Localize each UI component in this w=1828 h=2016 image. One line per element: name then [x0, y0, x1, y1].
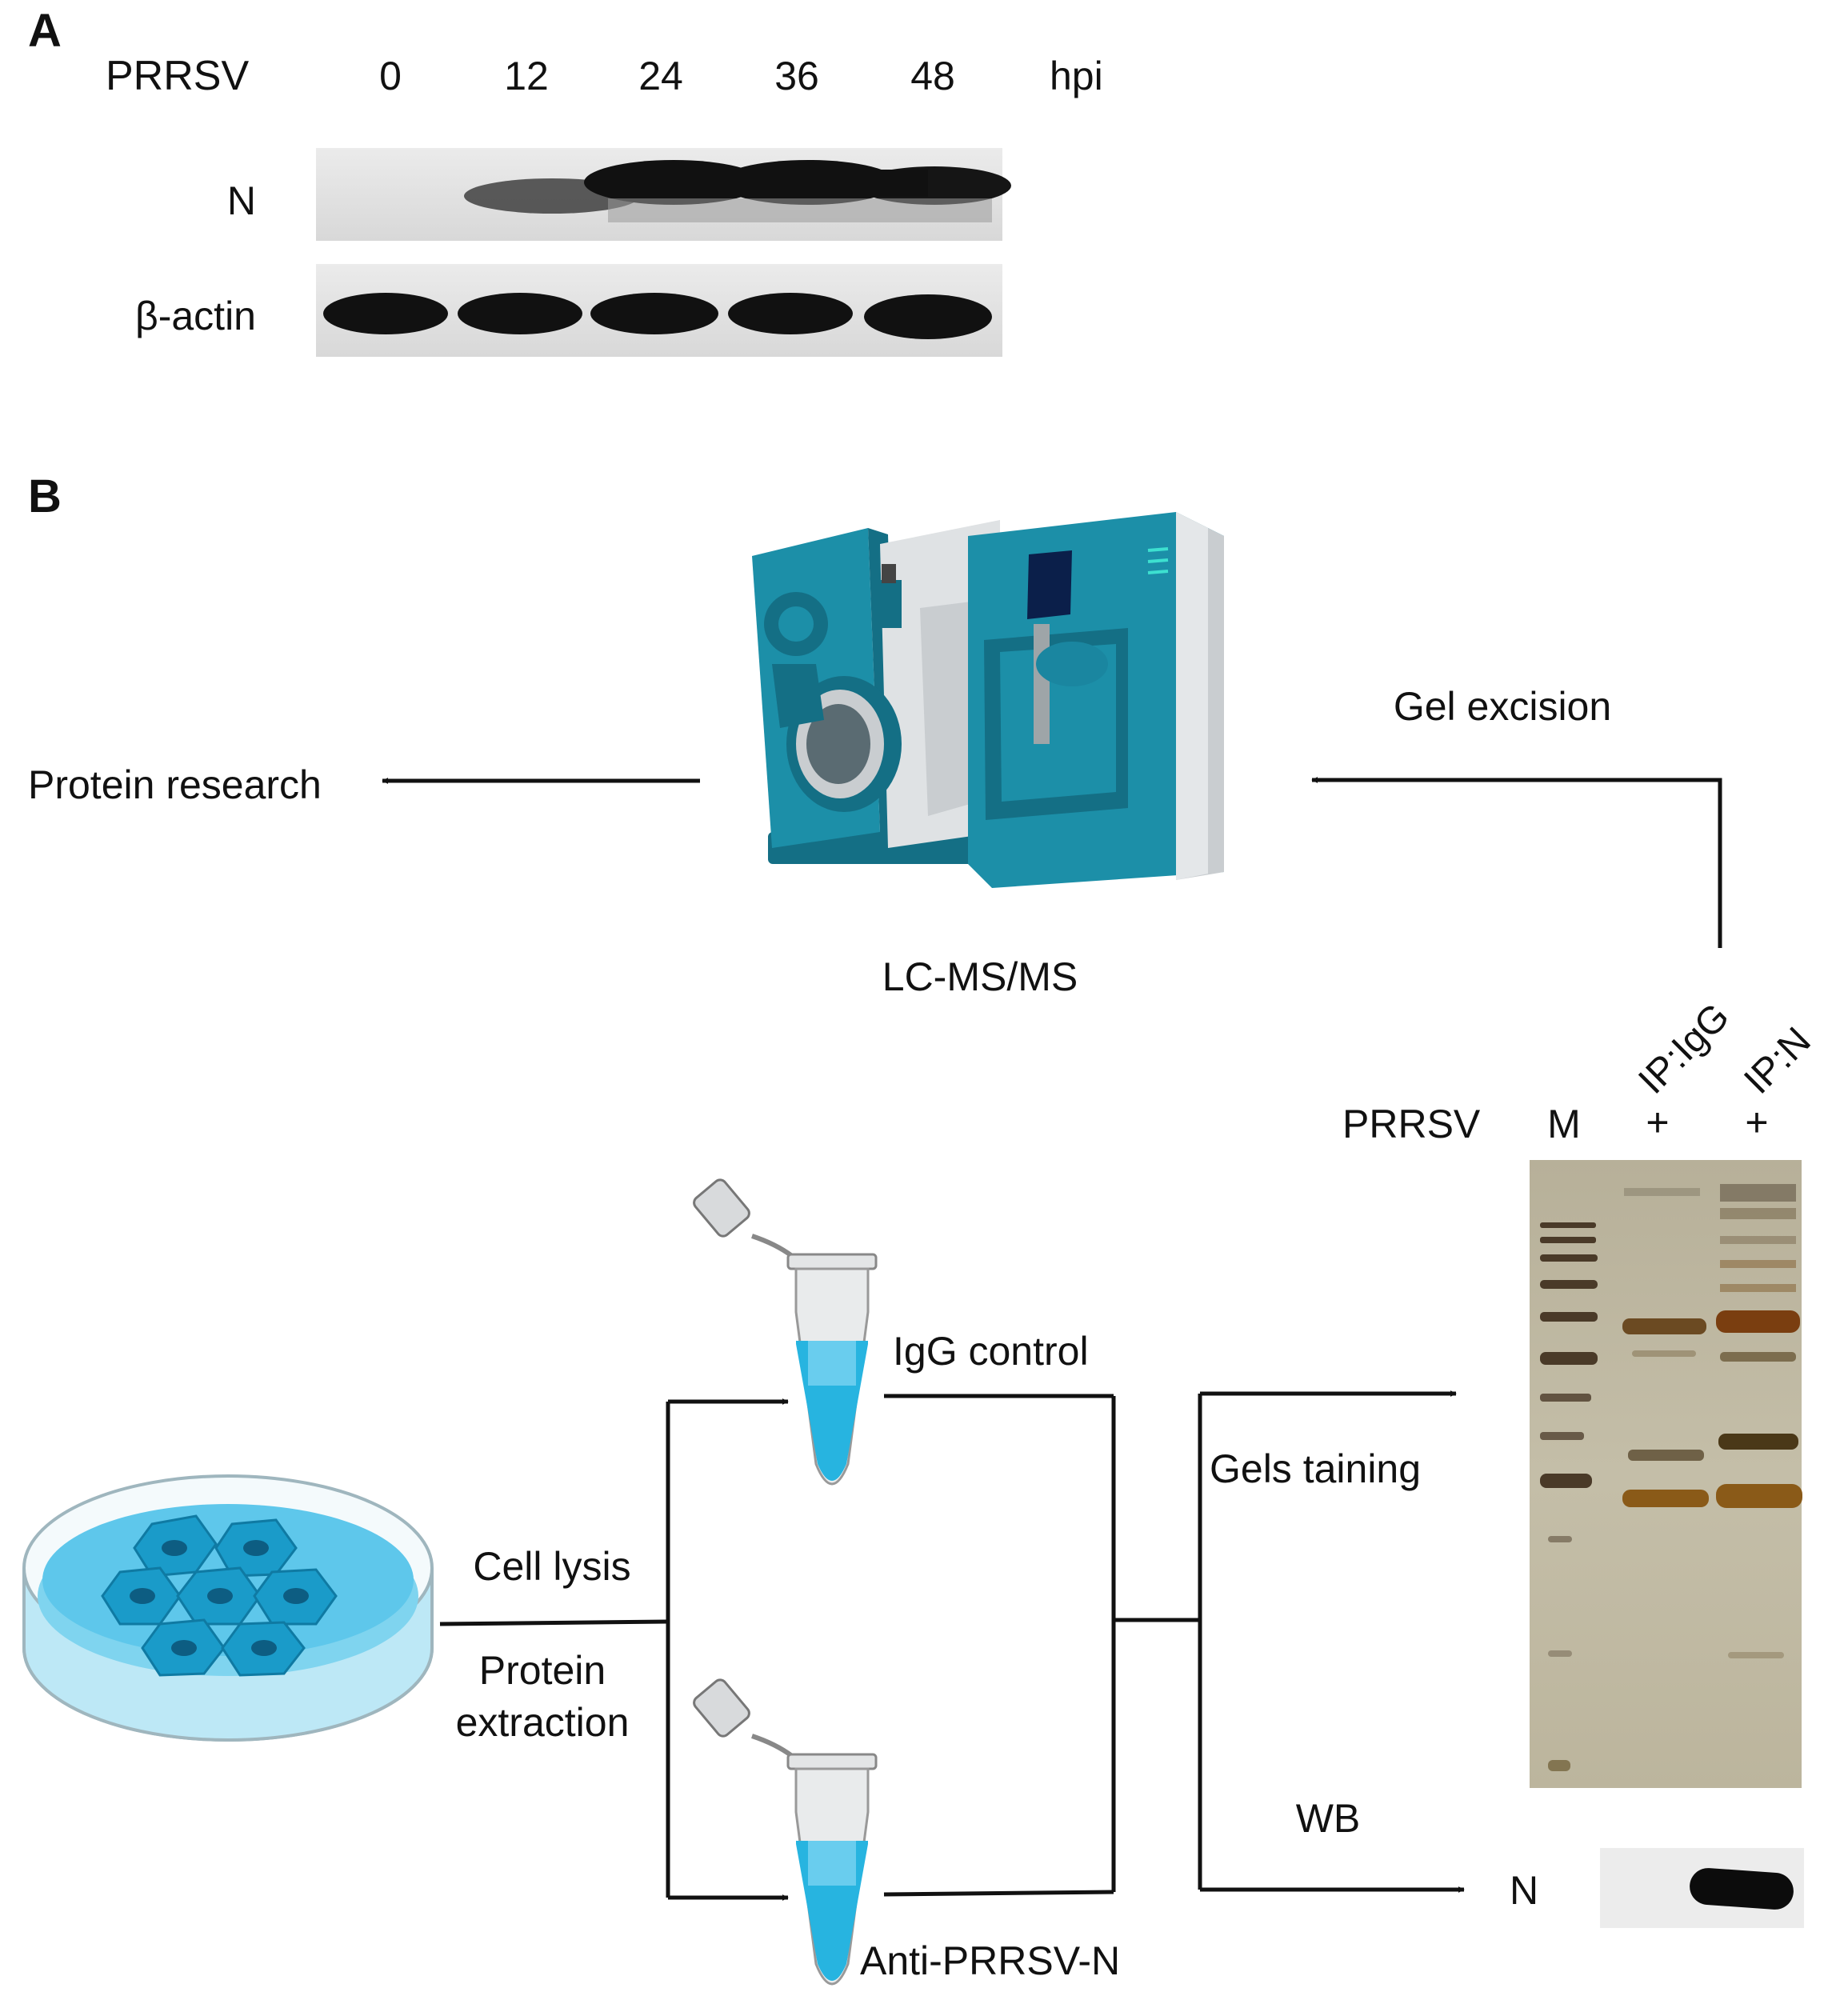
output-label: Protein research	[28, 762, 322, 807]
extraction-label-1: Protein	[479, 1648, 606, 1693]
timepoint-24: 24	[638, 54, 683, 98]
eppendorf-tube-icon	[693, 1178, 878, 1486]
gel-lane-igg: IP:IgG	[1630, 995, 1738, 1102]
timepoint-12: 12	[504, 54, 549, 98]
wb-row-label: N	[1510, 1868, 1538, 1913]
panel-a-letter: A	[28, 5, 62, 57]
silver-stained-gel	[1530, 1160, 1802, 1788]
timepoint-0: 0	[379, 54, 402, 98]
gel-lane-n: IP:N	[1736, 1019, 1818, 1102]
instrument-label: LC-MS/MS	[882, 954, 1078, 999]
panel-b: B	[22, 470, 1819, 1986]
timepoint-labels: 0 12 24 36 48	[379, 54, 955, 98]
wb-label: WB	[1296, 1796, 1361, 1841]
panel-b-letter: B	[28, 470, 62, 522]
gel-plus-igg: +	[1646, 1100, 1669, 1145]
tube-igg-label: IgG control	[893, 1329, 1089, 1374]
gel-virus-label: PRRSV	[1342, 1102, 1481, 1146]
timepoint-48: 48	[910, 54, 955, 98]
timepoint-36: 36	[774, 54, 819, 98]
staining-label: Gels taining	[1210, 1446, 1421, 1491]
panel-a: A PRRSV 0 12 24 36 48 hpi N β-actin	[28, 5, 1103, 357]
blot-n	[316, 148, 1011, 241]
row-label-actin: β-actin	[135, 294, 256, 338]
row-label-n: N	[227, 178, 256, 223]
arrow-icon	[1311, 777, 1722, 948]
time-unit: hpi	[1050, 54, 1103, 98]
lysis-label: Cell lysis	[473, 1544, 630, 1589]
extraction-label-2: extraction	[456, 1700, 630, 1745]
tube-anti-label: Anti-PRRSV-N	[860, 1938, 1120, 1983]
excision-label: Gel excision	[1394, 684, 1611, 729]
petri-dish-icon	[22, 1474, 434, 1742]
eppendorf-tube-icon	[693, 1678, 878, 1986]
branch-lines	[439, 1390, 1465, 1901]
wb-blot	[1600, 1848, 1804, 1928]
blot-actin	[316, 264, 1002, 357]
gel-marker-label: M	[1547, 1102, 1581, 1146]
gel-plus-n: +	[1745, 1100, 1768, 1145]
lc-ms-instrument-icon	[752, 512, 1224, 888]
virus-label: PRRSV	[106, 53, 249, 99]
